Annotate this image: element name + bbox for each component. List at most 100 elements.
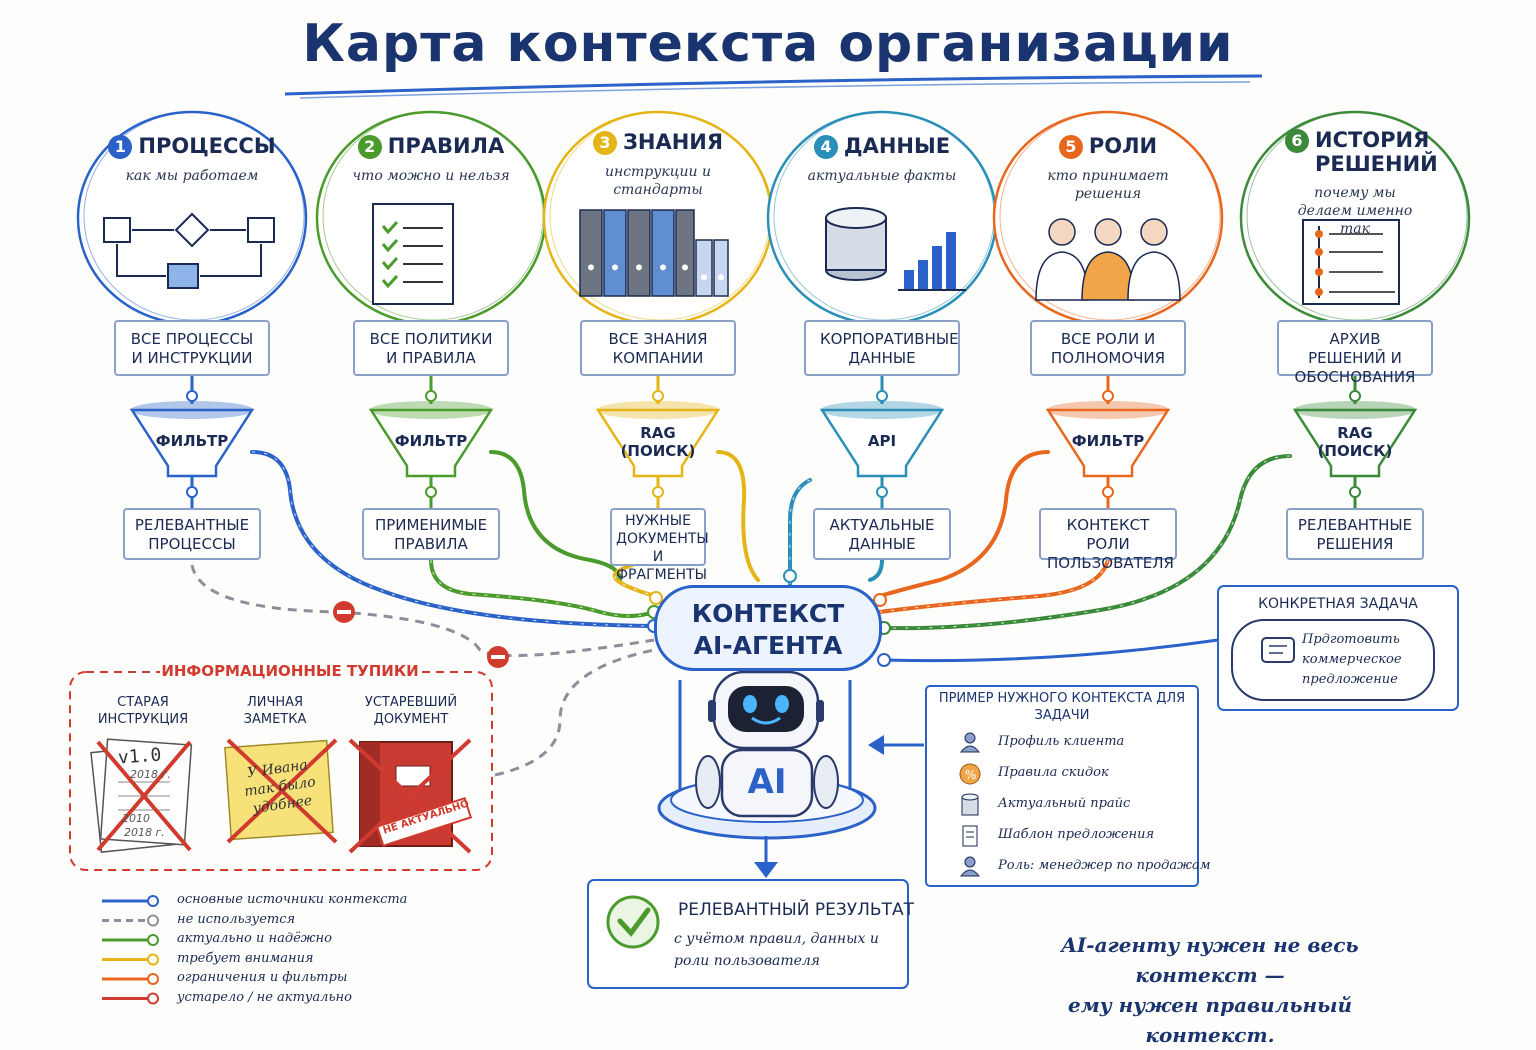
person-icon: [959, 732, 981, 753]
example-item-text: Роль: менеджер по продажам: [998, 858, 1211, 873]
funnel-shape: [1292, 408, 1418, 478]
example-item-text: Правила скидок: [998, 765, 1109, 780]
context-link: [429, 558, 656, 618]
legend-text: требует внимания: [177, 950, 314, 966]
legend-text: основные источники контекста: [177, 892, 408, 907]
legend-item: актуально и надёжно: [100, 931, 430, 949]
task-text: Прдготовить коммерческое предложение: [1302, 632, 1402, 687]
funnel-label: ФИЛЬТР: [394, 432, 468, 450]
dead-end-label: УСТАРЕВШИЙ ДОКУМЕНТ: [364, 695, 458, 727]
pillar-number-badge: 6: [1285, 129, 1309, 153]
funnel-shape: [368, 408, 494, 478]
old-version-label: v1.0: [117, 744, 163, 769]
old-date-label: 2018 г.: [130, 768, 171, 781]
source-box: ВСЕ ЗНАНИЯ КОМПАНИИ: [580, 320, 736, 376]
red-binder-icon: [348, 738, 473, 854]
chat-icon: [1261, 637, 1295, 663]
agent-context-box: КОНТЕКСТ AI-АГЕНТА: [654, 585, 882, 671]
tagline-line2: ему нужен правильный контекст.: [1067, 993, 1353, 1047]
funnel-shape: [819, 408, 945, 478]
pillar-title-text: ПРАВИЛА: [387, 134, 505, 158]
output-box: НУЖНЫЕ ДОКУМЕНТЫ И ФРАГМЕНТЫ: [610, 508, 709, 583]
diagram-canvas: %: [69, 74, 1471, 1005]
ai-robot-icon: [657, 670, 877, 840]
legend-item: требует внимания: [100, 951, 430, 969]
pillar-subtitle: актуальные факты: [807, 168, 957, 184]
task-link: [885, 638, 1219, 663]
discount-icon: %: [959, 763, 981, 785]
source-box: КОРПОРАТИВНЫЕ ДАННЫЕ: [804, 320, 960, 376]
pillar-title-text: ИСТОРИЯ РЕШЕНИЙ: [1315, 128, 1438, 176]
person-icon: [959, 856, 981, 877]
output-box: РЕЛЕВАНТНЫЕ ПРОЦЕССЫ: [123, 508, 261, 560]
pillar-number-badge: 4: [813, 135, 838, 159]
pillar-title-text: ЗНАНИЯ: [622, 130, 724, 154]
result-text: с учётом правил, данных и роли пользоват…: [674, 931, 879, 969]
example-box: [925, 685, 1199, 887]
funnel-shape: [129, 408, 255, 478]
checklist-icon: [372, 203, 454, 305]
funnel-shape: [1045, 408, 1171, 478]
old-instruction-icon: [90, 738, 193, 853]
funnel-label: RAG (ПОИСК): [620, 424, 696, 460]
old-date-label: 2010: [122, 812, 150, 825]
pillar-title-text: ПРОЦЕССЫ: [138, 134, 276, 158]
result-title: РЕЛЕВАНТНЫЙ РЕЗУЛЬТАТ: [678, 900, 914, 920]
source-box: ВСЕ ПОЛИТИКИ И ПРАВИЛА: [353, 320, 509, 376]
example-item-text: Профиль клиента: [998, 734, 1125, 749]
database-icon: [825, 207, 966, 291]
old-date-label: 2018 г.: [124, 826, 165, 839]
blocked-icon: [333, 601, 355, 623]
pillar-number-badge: 5: [1058, 135, 1083, 159]
output-box: АКТУАЛЬНЫЕ ДАННЫЕ: [813, 508, 951, 560]
binders-icon: [579, 209, 729, 297]
funnel-label: ФИЛЬТР: [1071, 432, 1145, 450]
check-icon: [606, 895, 660, 949]
source-box: ВСЕ РОЛИ И ПОЛНОМОЧИЯ: [1030, 320, 1186, 376]
pillar-subtitle: кто принимает решения: [1047, 168, 1169, 202]
flowchart-icon: [103, 212, 275, 289]
legend-text: ограничения и фильтры: [177, 970, 348, 985]
dead-ends-title: ИНФОРМАЦИОННЫЕ ТУПИКИ: [160, 662, 420, 680]
tagline: AI-агенту нужен не весь контекст — ему н…: [1000, 930, 1420, 1050]
legend-item: основные источники контекста: [100, 892, 430, 910]
sticky-note-icon: [224, 738, 338, 844]
result-box: [587, 879, 909, 989]
robot-ai-label: AI: [747, 762, 787, 802]
timeline-icon: [1302, 219, 1400, 305]
dead-ends-frame: [69, 671, 493, 871]
source-box: АРХИВ РЕШЕНИЙ И ОБОСНОВАНИЯ: [1277, 320, 1433, 386]
context-link: [250, 450, 656, 628]
source-box: ВСЕ ПРОЦЕССЫ И ИНСТРУКЦИИ: [114, 320, 270, 376]
example-title: ПРИМЕР НУЖНОГО КОНТЕКСТА ДЛЯ ЗАДАЧИ: [938, 691, 1186, 723]
tagline-line1: AI-агенту нужен не весь контекст —: [1061, 933, 1359, 987]
svg-text:%: %: [965, 768, 976, 782]
funnel-shape: [595, 408, 721, 478]
legend-text: актуально и надёжно: [177, 931, 332, 946]
agent-context-line2: AI-АГЕНТА: [693, 631, 843, 660]
dead-end-label: ЛИЧНАЯ ЗАМЕТКА: [243, 695, 307, 727]
funnel-label: API: [867, 432, 897, 450]
pillar-subtitle: почему мы делаем именно так: [1297, 185, 1413, 237]
page-title: Карта контекста организации: [302, 14, 1234, 74]
funnel-label: RAG (ПОИСК): [1317, 424, 1393, 460]
pillar-title-text: ДАННЫЕ: [843, 134, 951, 158]
pillar-number-badge: 1: [108, 135, 133, 159]
funnel-label: ФИЛЬТР: [155, 432, 229, 450]
blocked-icon: [487, 646, 509, 668]
legend-text: не используется: [177, 911, 296, 927]
legend-item: не используется: [100, 912, 430, 930]
legend-text: устарело / не актуально: [177, 989, 352, 1005]
pillar-subtitle: инструкции и стандарты: [604, 164, 712, 198]
output-box: ПРИМЕНИМЫЕ ПРАВИЛА: [362, 508, 500, 560]
